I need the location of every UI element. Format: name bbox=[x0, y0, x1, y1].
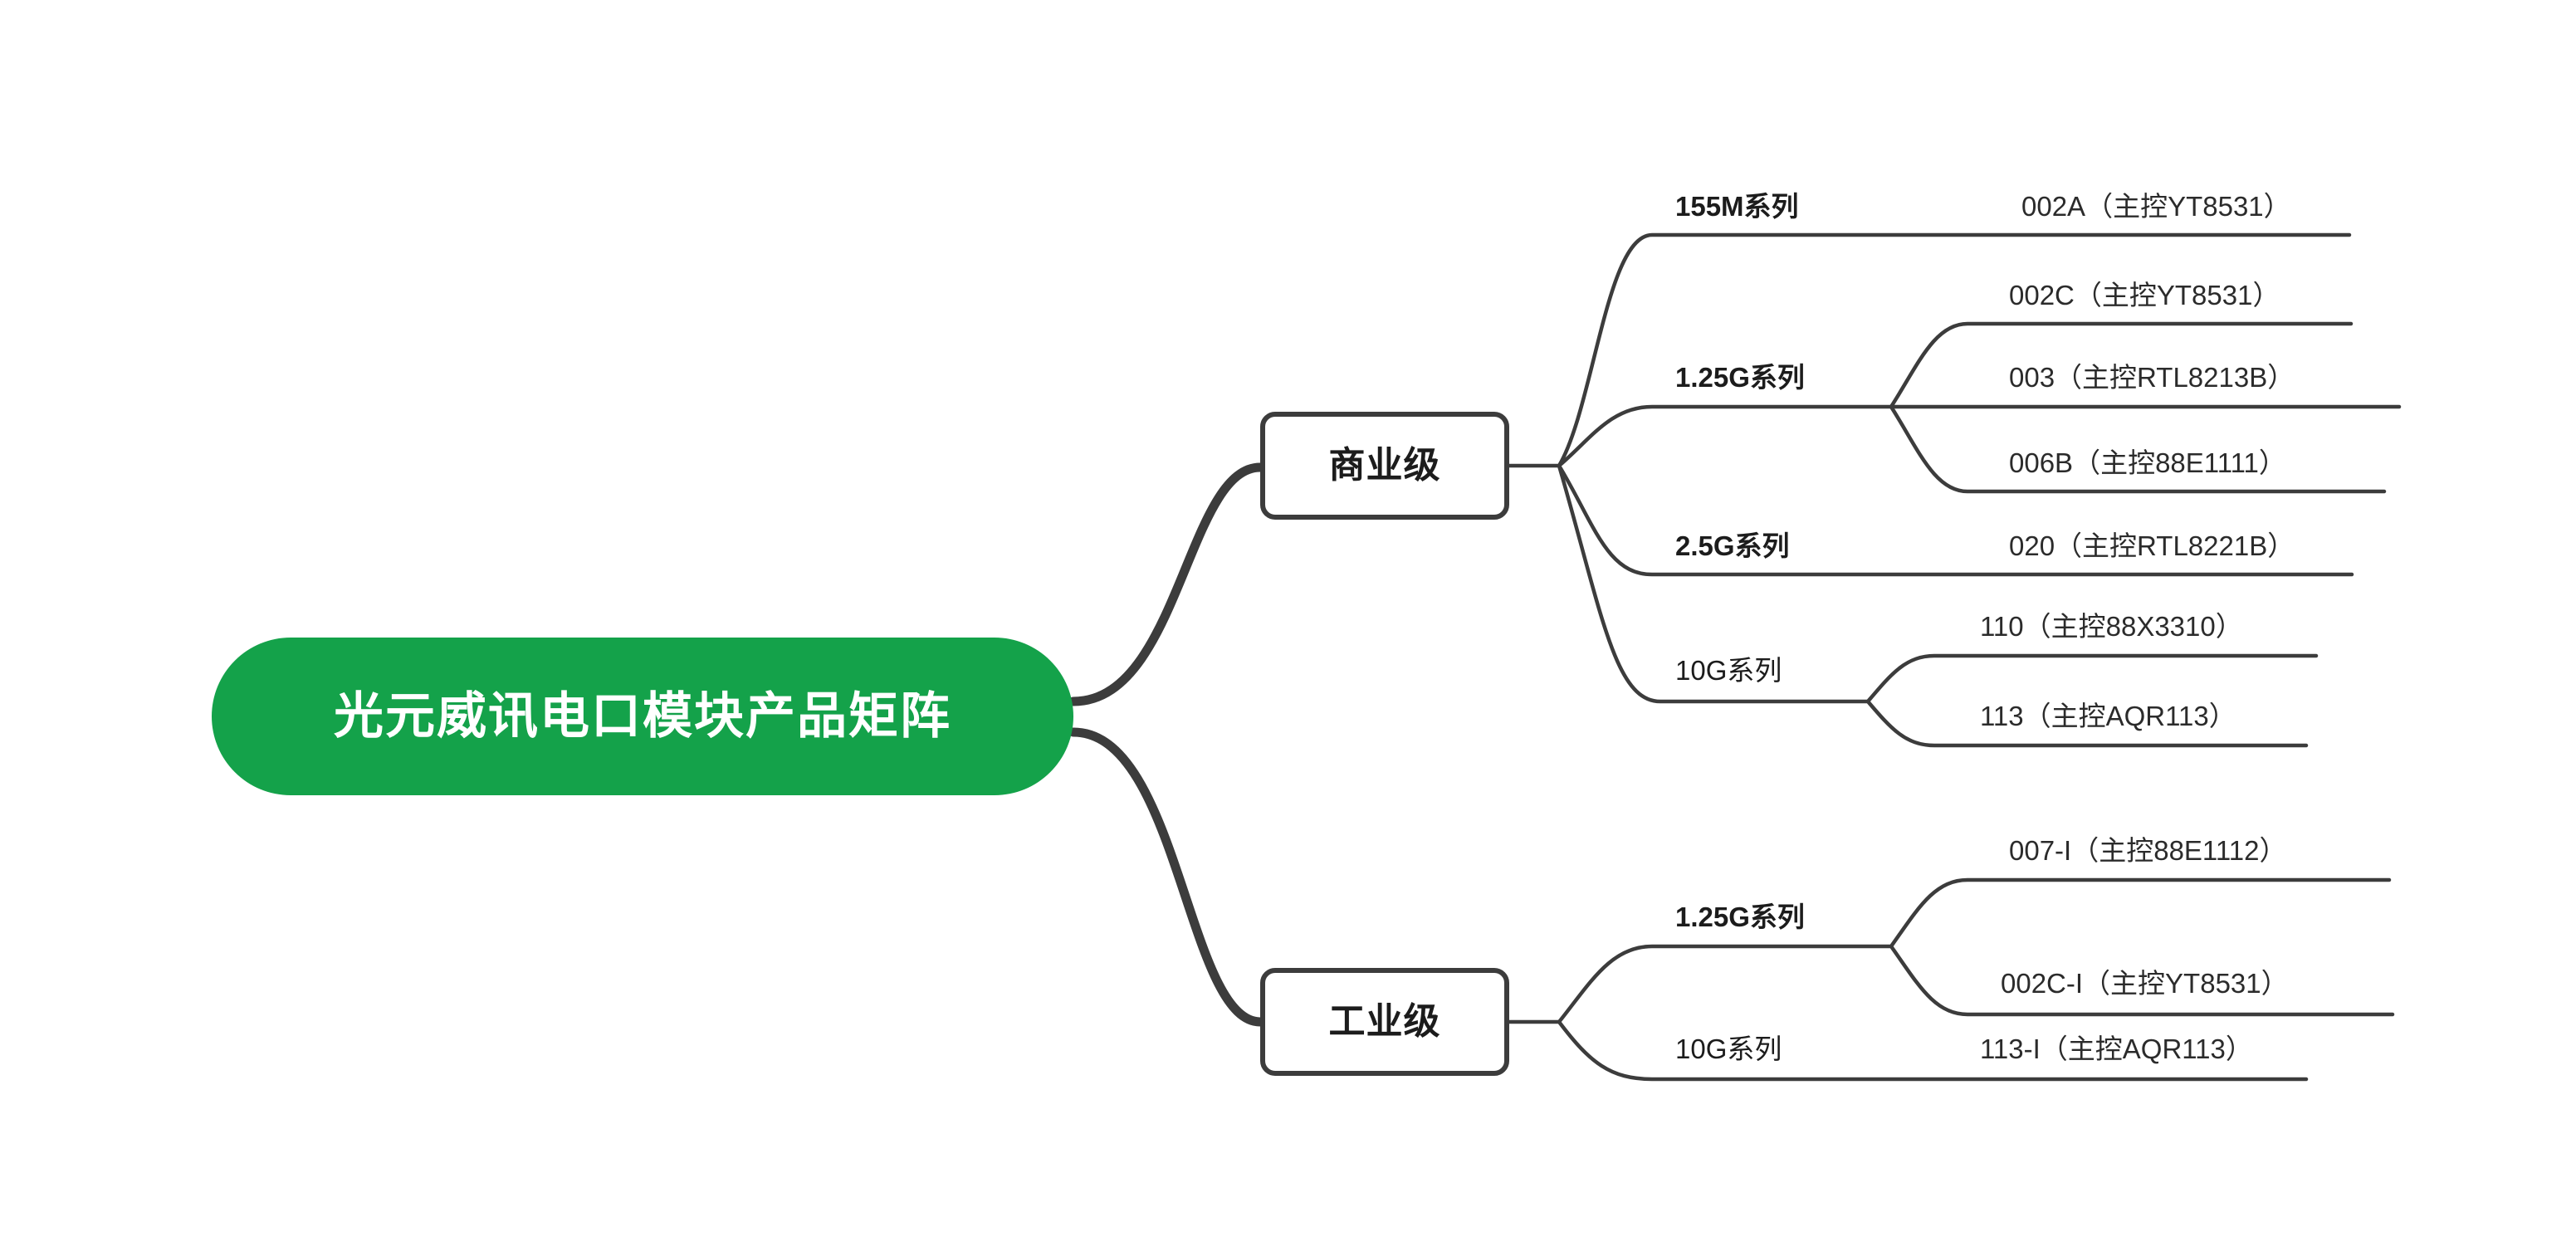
series-label-155m[interactable]: 155M系列 bbox=[1675, 191, 1799, 222]
leaf-label-006b[interactable]: 006B（主控88E1111） bbox=[2009, 447, 2286, 478]
central-node[interactable]: 光元威讯电口模块产品矩阵 bbox=[212, 638, 1073, 795]
branch-node-industrial-label: 工业级 bbox=[1328, 1001, 1441, 1042]
series-label-10g[interactable]: 10G系列 bbox=[1675, 655, 1782, 686]
edge-root-commercial bbox=[1068, 462, 1265, 706]
series-label-2g5[interactable]: 2.5G系列 bbox=[1675, 530, 1790, 561]
edge-commercial-155m bbox=[1557, 232, 2352, 468]
edge-10g-110 bbox=[1865, 653, 2319, 704]
leaf-label-113[interactable]: 113（主控AQR113） bbox=[1980, 701, 2236, 731]
edge-commercial-1g25 bbox=[1557, 404, 1894, 468]
leaf-label-002c[interactable]: 002C（主控YT8531） bbox=[2009, 280, 2280, 310]
series-label-1g25[interactable]: 1.25G系列 bbox=[1675, 362, 1805, 393]
central-node-label: 光元威讯电口模块产品矩阵 bbox=[334, 688, 951, 744]
edge-industrial-1g25 bbox=[1557, 944, 1894, 1024]
branch-node-commercial-label: 商业级 bbox=[1328, 445, 1441, 486]
leaf-label-110[interactable]: 110（主控88X3310） bbox=[1980, 611, 2243, 642]
edge-1g25i-007i bbox=[1889, 877, 2392, 949]
leaf-label-007i[interactable]: 007-I（主控88E1112） bbox=[2009, 835, 2287, 866]
branch-node-commercial[interactable]: 商业级 bbox=[1260, 412, 1509, 520]
branch-node-industrial[interactable]: 工业级 bbox=[1260, 968, 1509, 1076]
series-label-1g25-industrial[interactable]: 1.25G系列 bbox=[1675, 902, 1805, 932]
leaf-label-002ci[interactable]: 002C-I（主控YT8531） bbox=[2001, 968, 2289, 999]
leaf-label-002a[interactable]: 002A（主控YT8531） bbox=[2021, 191, 2291, 222]
leaf-label-113i[interactable]: 113-I（主控AQR113） bbox=[1980, 1034, 2253, 1064]
edge-root-industrial bbox=[1068, 727, 1265, 1027]
series-label-10g-industrial[interactable]: 10G系列 bbox=[1675, 1034, 1782, 1064]
leaf-label-003[interactable]: 003（主控RTL8213B） bbox=[2009, 362, 2295, 393]
leaf-label-020[interactable]: 020（主控RTL8221B） bbox=[2009, 530, 2295, 561]
